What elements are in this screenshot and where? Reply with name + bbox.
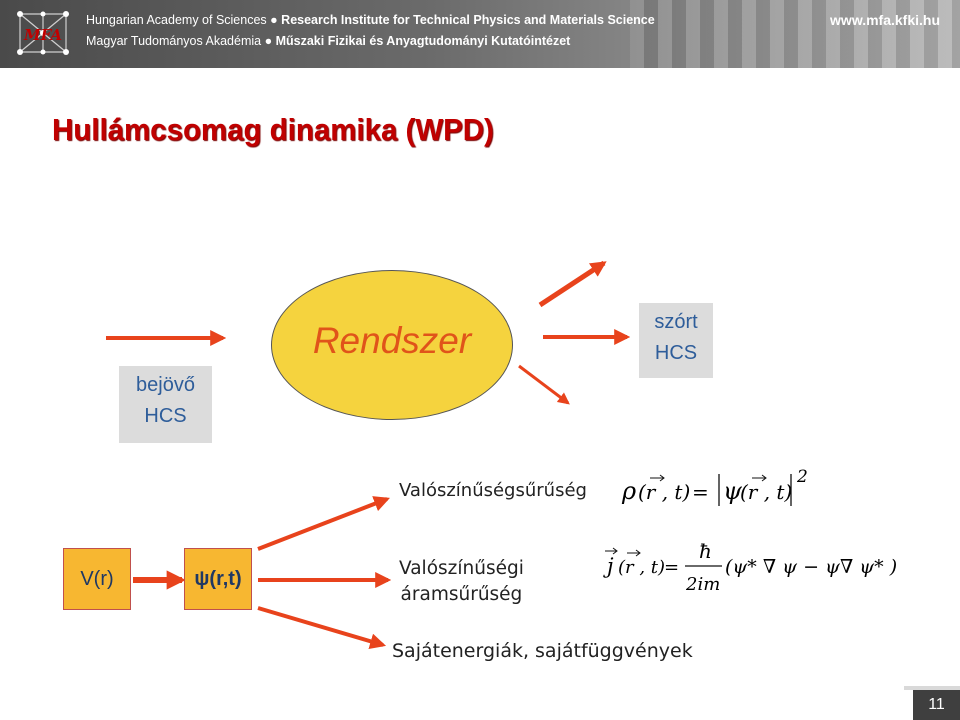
svg-text:(r , t): (r , t) (740, 480, 792, 504)
svg-text:ħ: ħ (699, 539, 712, 563)
density-formula: ρ (r , t) = ψ (r , t) 2 (621, 467, 808, 506)
page-number: 11 (913, 690, 960, 720)
svg-text:j: j (603, 554, 614, 578)
svg-text:MFA: MFA (23, 26, 62, 44)
svg-text:=: = (664, 557, 679, 578)
slide-title: Hullámcsomag dinamika (WPD) (52, 112, 494, 147)
page-number-accent (904, 686, 960, 690)
header-decorative-band (630, 0, 960, 68)
current-formula: j (r , t) = ħ 2im (ψ* ∇ ψ − ψ∇ ψ* ) (603, 539, 897, 595)
wavefunction-box: ψ(r,t) (184, 548, 252, 610)
potential-box: V(r) (63, 548, 131, 610)
institute-url[interactable]: www.mfa.kfki.hu (830, 12, 940, 28)
svg-text:2: 2 (796, 467, 808, 487)
scatter-arrow-up (538, 260, 607, 308)
density-label: Valószínűségsűrűség (399, 480, 587, 501)
mfa-logo: MFA (17, 11, 69, 55)
svg-text:(r , t): (r , t) (618, 557, 665, 578)
header-line-english: Hungarian Academy of Sciences ● Research… (86, 13, 655, 27)
current-label: Valószínűségi áramsűrűség (399, 558, 524, 605)
wave-to-eigen-arrow (257, 606, 387, 650)
eigen-label: Sajátenergiák, sajátfüggvények (392, 640, 693, 662)
system-label: Rendszer (312, 320, 472, 361)
scattered-wavepacket-box: szórt HCS (639, 303, 713, 378)
svg-text:ψ: ψ (723, 477, 743, 505)
wave-to-density-arrow (257, 496, 390, 551)
svg-text:(r , t): (r , t) (638, 480, 690, 504)
scatter-arrow-down (518, 364, 570, 405)
header-line-hungarian: Magyar Tudományos Akadémia ● Műszaki Fiz… (86, 34, 571, 48)
system-ellipse: Rendszer (271, 270, 513, 420)
svg-text:(ψ* ∇ ψ − ψ∇ ψ* ): (ψ* ∇ ψ − ψ∇ ψ* ) (725, 556, 897, 578)
header-banner: MFA Hungarian Academy of Sciences ● Rese… (0, 0, 960, 68)
svg-text:2im: 2im (685, 574, 720, 595)
svg-text:ρ: ρ (621, 477, 636, 505)
svg-text:=: = (692, 480, 709, 504)
incoming-wavepacket-box: bejövő HCS (119, 366, 212, 443)
